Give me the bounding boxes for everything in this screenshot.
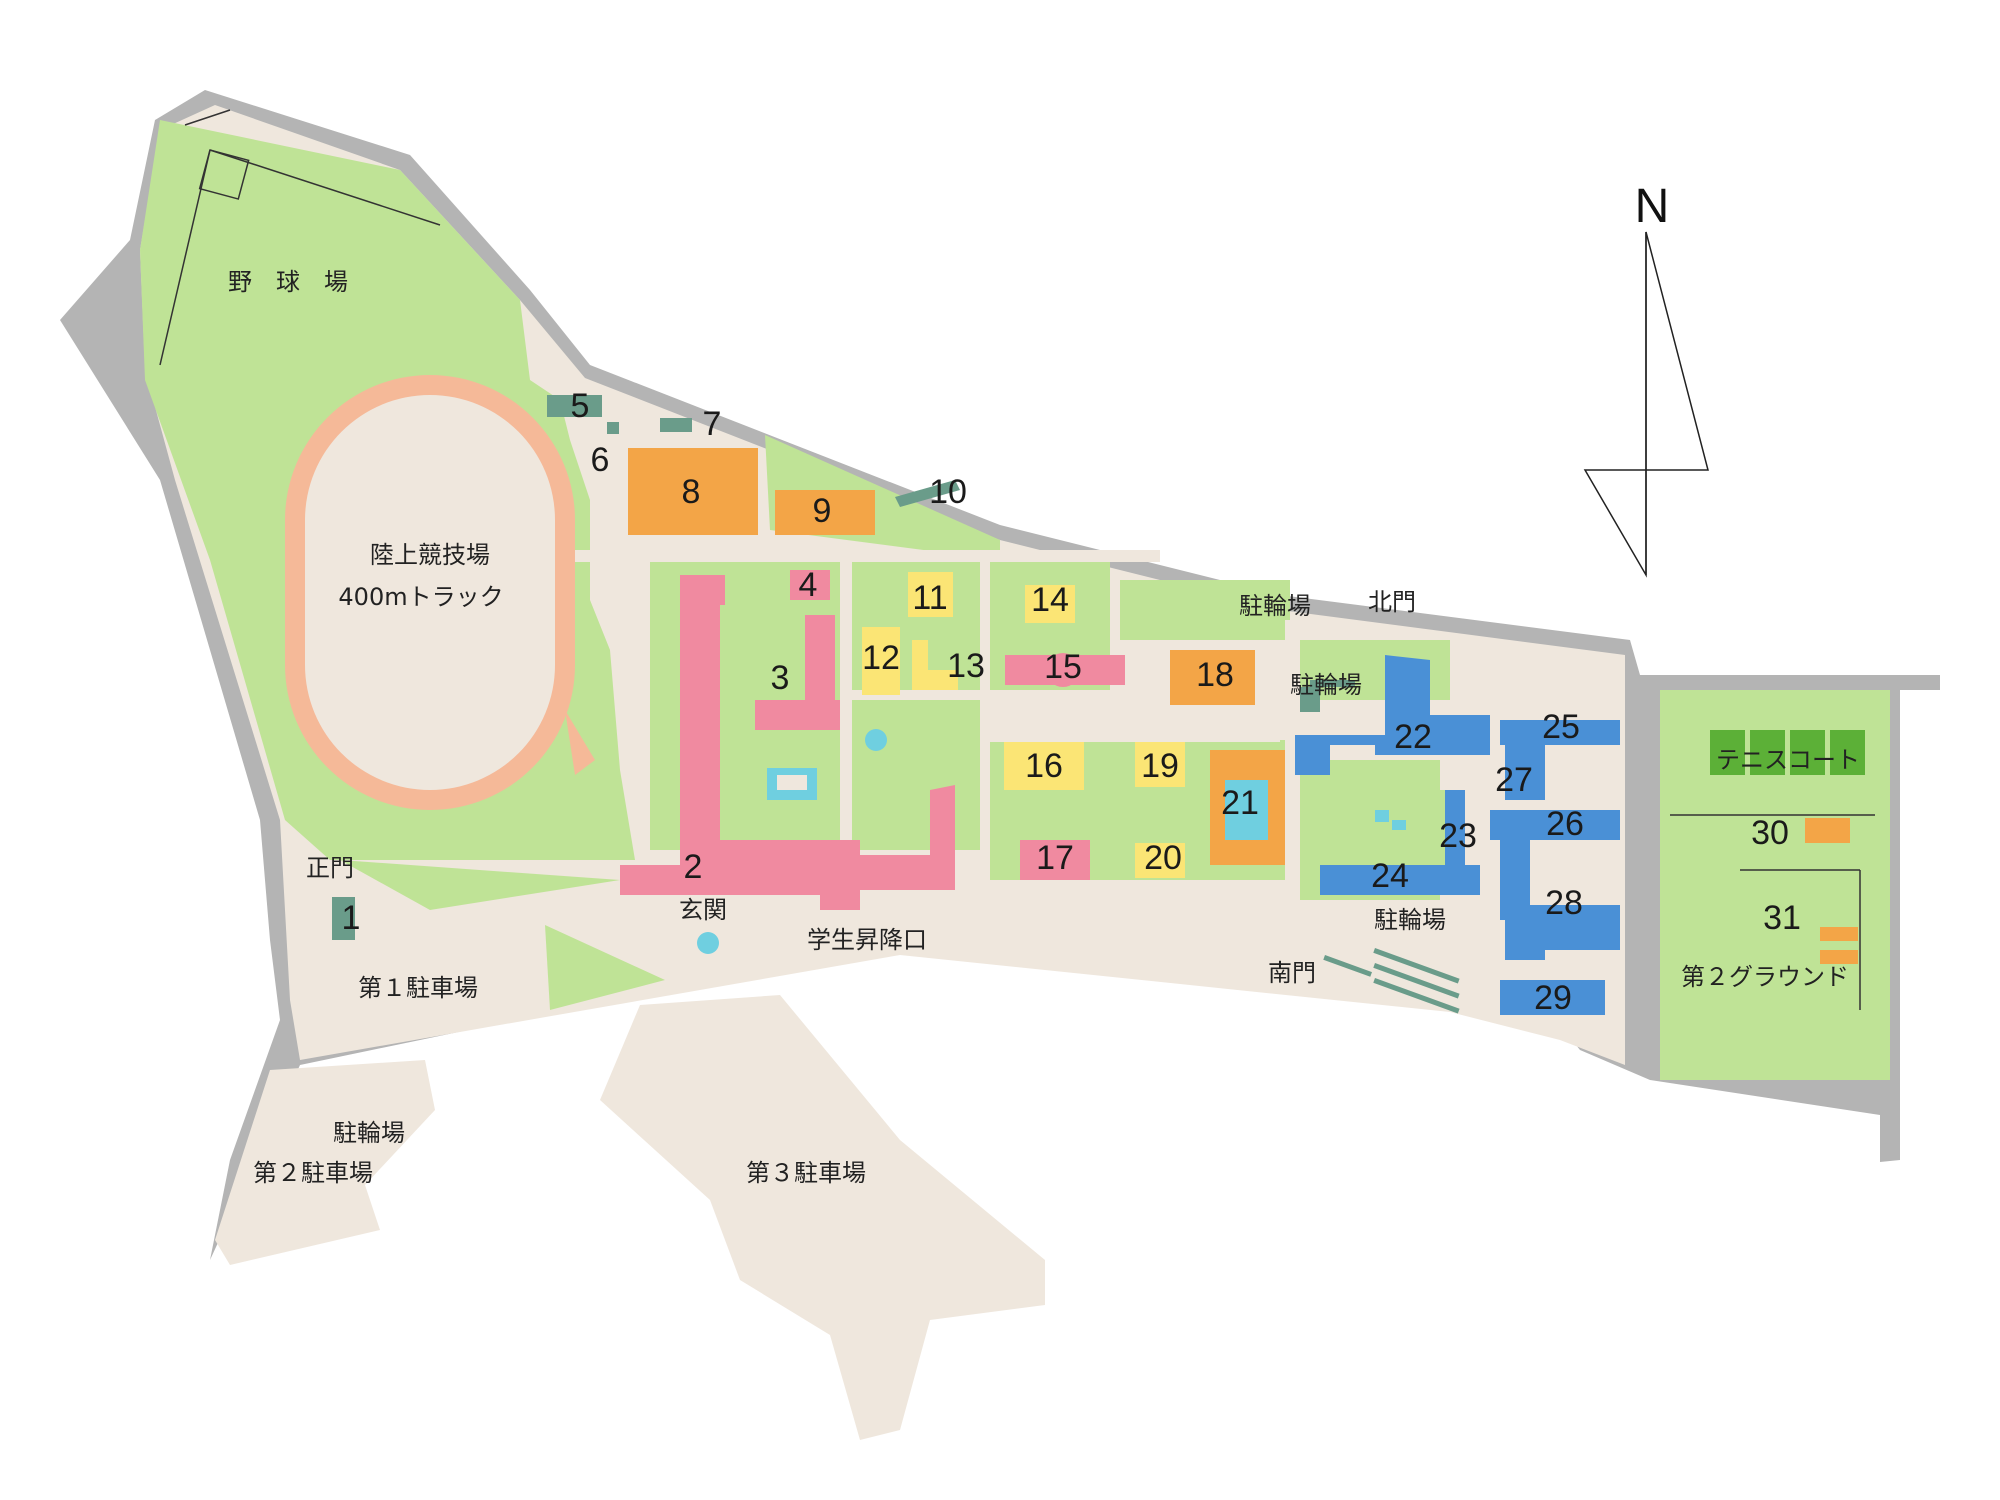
label-bike-parking-mid: 駐輪場	[1290, 671, 1362, 699]
lane-center-ns	[840, 560, 852, 880]
compass: N	[1583, 180, 1709, 578]
label-student-entrance: 学生昇降口	[807, 926, 927, 954]
building-group-teal	[332, 395, 1355, 940]
building-group-blue	[1295, 655, 1620, 1015]
label-bike-parking-sw: 駐輪場	[333, 1119, 405, 1147]
building-22[interactable]: 22	[1394, 718, 1432, 756]
green-strip-front	[340, 860, 620, 910]
label-south-gate: 南門	[1268, 959, 1316, 987]
label-tennis-court: テニスコート	[1716, 746, 1860, 774]
pond-entrance	[697, 932, 719, 954]
parking-area-3	[600, 995, 1045, 1440]
building-23[interactable]: 23	[1439, 817, 1477, 855]
building-8[interactable]: 8	[682, 473, 701, 511]
pond-round	[865, 729, 887, 751]
building-21[interactable]: 21	[1221, 784, 1259, 822]
building-30[interactable]: 30	[1751, 814, 1789, 852]
building-31[interactable]: 31	[1763, 899, 1801, 937]
building-1[interactable]: 1	[342, 899, 361, 937]
compass-label: N	[1635, 180, 1670, 233]
label-main-gate: 正門	[306, 854, 354, 882]
building-3[interactable]: 3	[771, 659, 790, 697]
building-16[interactable]: 16	[1025, 747, 1063, 785]
building-11[interactable]: 11	[912, 579, 947, 617]
building-25[interactable]: 25	[1542, 708, 1580, 746]
building-26[interactable]: 26	[1546, 805, 1584, 843]
label-ground-2: 第２グラウンド	[1681, 963, 1849, 991]
pond-east-2	[1392, 820, 1406, 830]
green-block-d	[850, 700, 980, 850]
pond-east	[1375, 810, 1389, 822]
building-numbers: 1 2 3 4 5 6 7 8 9 10 11 12 13 14 15 16 1…	[342, 387, 1801, 1017]
lane-mid-ew	[980, 730, 1280, 742]
building-12[interactable]: 12	[862, 639, 900, 677]
label-bike-parking-s: 駐輪場	[1374, 906, 1446, 934]
building-13[interactable]: 13	[947, 647, 985, 685]
building-19[interactable]: 19	[1141, 747, 1179, 785]
building-24[interactable]: 24	[1371, 857, 1409, 895]
building-17[interactable]: 17	[1036, 839, 1074, 877]
place-labels: 野 球 場 陸上競技場 400mトラック 正門 玄関 学生昇降口 第１駐車場 駐…	[228, 268, 1860, 1187]
building-group-yellow	[862, 572, 1185, 878]
green-block-g	[1120, 580, 1290, 640]
lane-east-ns	[1285, 620, 1297, 920]
label-entrance: 玄関	[679, 896, 727, 924]
building-7[interactable]: 7	[703, 405, 722, 443]
building-29[interactable]: 29	[1534, 979, 1572, 1017]
building-6[interactable]: 6	[591, 441, 610, 479]
label-parking-2: 第２駐車場	[253, 1159, 373, 1187]
building-9[interactable]: 9	[813, 492, 832, 530]
lane-east-west	[560, 550, 1160, 562]
bike-racks-south	[1323, 948, 1460, 1014]
building-4[interactable]: 4	[799, 566, 818, 604]
label-baseball: 野 球 場	[228, 268, 348, 296]
running-track	[285, 375, 595, 810]
building-group-pink	[620, 570, 1125, 910]
pond-courtyard-inner	[777, 775, 807, 790]
building-14[interactable]: 14	[1031, 581, 1069, 619]
building-5[interactable]: 5	[571, 387, 590, 425]
pool	[1225, 780, 1268, 840]
green-wedge-south	[545, 925, 665, 1010]
building-15[interactable]: 15	[1044, 648, 1082, 686]
building-28[interactable]: 28	[1545, 884, 1583, 922]
building-20[interactable]: 20	[1144, 839, 1182, 877]
label-bike-parking-n: 駐輪場	[1239, 592, 1311, 620]
parking-area-2	[215, 1060, 435, 1265]
building-27[interactable]: 27	[1495, 761, 1533, 799]
tennis-courts	[1710, 730, 1865, 775]
label-track-2: 400mトラック	[338, 583, 503, 611]
building-10[interactable]: 10	[929, 473, 967, 511]
label-parking-3: 第３駐車場	[746, 1159, 866, 1187]
label-track-1: 陸上競技場	[370, 541, 490, 569]
baseball-field-lines	[159, 109, 441, 366]
label-north-gate: 北門	[1368, 588, 1416, 616]
building-2[interactable]: 2	[684, 848, 703, 886]
building-18[interactable]: 18	[1196, 656, 1234, 694]
label-parking-1: 第１駐車場	[358, 974, 478, 1002]
